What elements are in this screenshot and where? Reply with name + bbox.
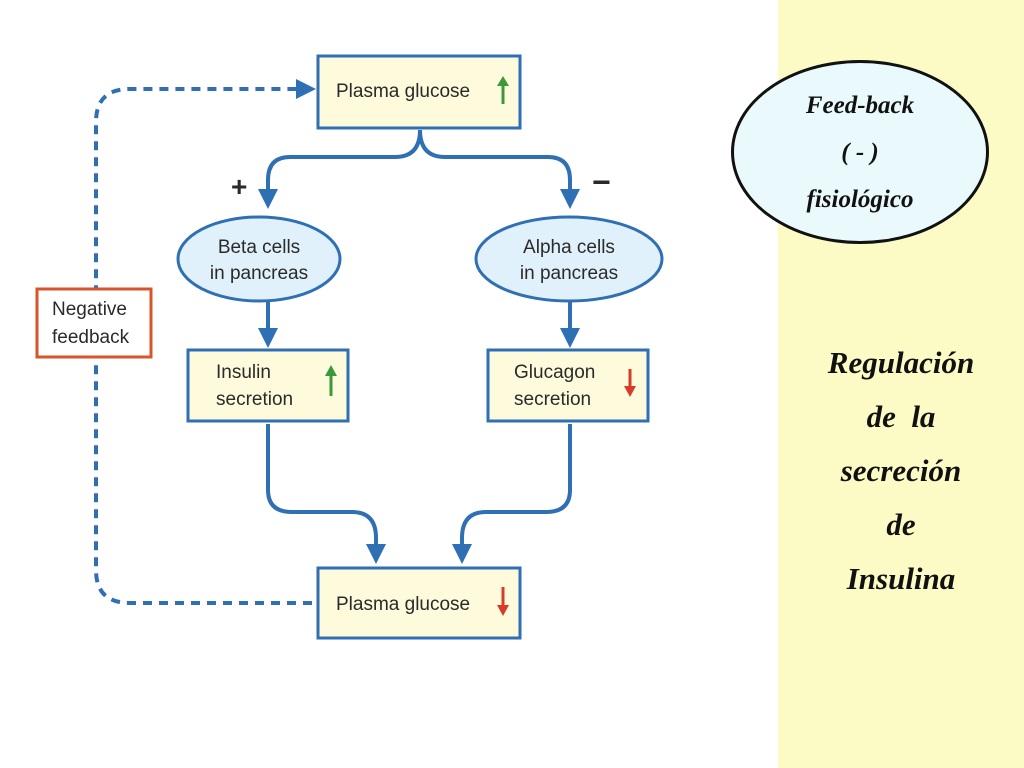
plasma-glucose-high-box: Plasma glucose: [316, 54, 522, 130]
glucagon-line1: Glucagon: [514, 362, 595, 383]
glucagon-secretion-box: Glucagon secretion: [486, 348, 650, 423]
stimulate-sign: +: [231, 171, 247, 202]
flow-split-line: [418, 129, 580, 209]
beta-cells-line2: in pancreas: [210, 263, 308, 284]
inhibit-sign: −: [592, 164, 611, 200]
negative-feedback-line2: feedback: [52, 327, 130, 348]
feedback-loop-line: [94, 79, 316, 605]
title-line: Insulina: [846, 561, 956, 596]
oval-line1: Feed-back: [805, 91, 915, 119]
glucagon-line2: secretion: [514, 389, 591, 410]
plasma-glucose-high-label: Plasma glucose: [336, 81, 470, 102]
beta-cells-line1: Beta cells: [218, 237, 300, 258]
negative-feedback-label-box: Negative feedback: [35, 287, 153, 359]
up-arrow-icon: [497, 76, 509, 104]
title-line: Regulación: [827, 345, 975, 380]
title-line: de: [886, 507, 916, 542]
title-line: de la: [866, 399, 936, 434]
insulin-line2: secretion: [216, 389, 293, 410]
flow-split-line: [258, 129, 422, 209]
negative-feedback-line1: Negative: [52, 299, 127, 320]
beta-cells-node: Beta cells in pancreas: [176, 215, 342, 303]
flow-merge-line: [452, 424, 572, 564]
down-arrow-icon: [624, 369, 636, 397]
alpha-cells-line2: in pancreas: [520, 263, 618, 284]
insulin-secretion-box: Insulin secretion: [186, 348, 350, 423]
oval-line2: ( - ): [841, 138, 879, 166]
up-arrow-icon: [325, 365, 337, 396]
down-arrow-icon: [497, 587, 509, 616]
alpha-cells-line1: Alpha cells: [523, 237, 615, 258]
flow-merge-line: [266, 424, 386, 564]
plasma-glucose-low-box: Plasma glucose: [316, 566, 522, 640]
feedback-oval: Feed-back ( - ) fisiológico: [731, 60, 989, 244]
plasma-glucose-low-label: Plasma glucose: [336, 594, 470, 615]
alpha-cells-node: Alpha cells in pancreas: [474, 215, 664, 303]
insulin-line1: Insulin: [216, 362, 271, 383]
flow-diagram: Plasma glucose + − Beta cells in pancrea…: [35, 54, 664, 640]
oval-line3: fisiológico: [806, 185, 914, 213]
slide-title: Regulación de la secreción de Insulina: [796, 336, 1006, 606]
title-line: secreción: [840, 453, 962, 488]
